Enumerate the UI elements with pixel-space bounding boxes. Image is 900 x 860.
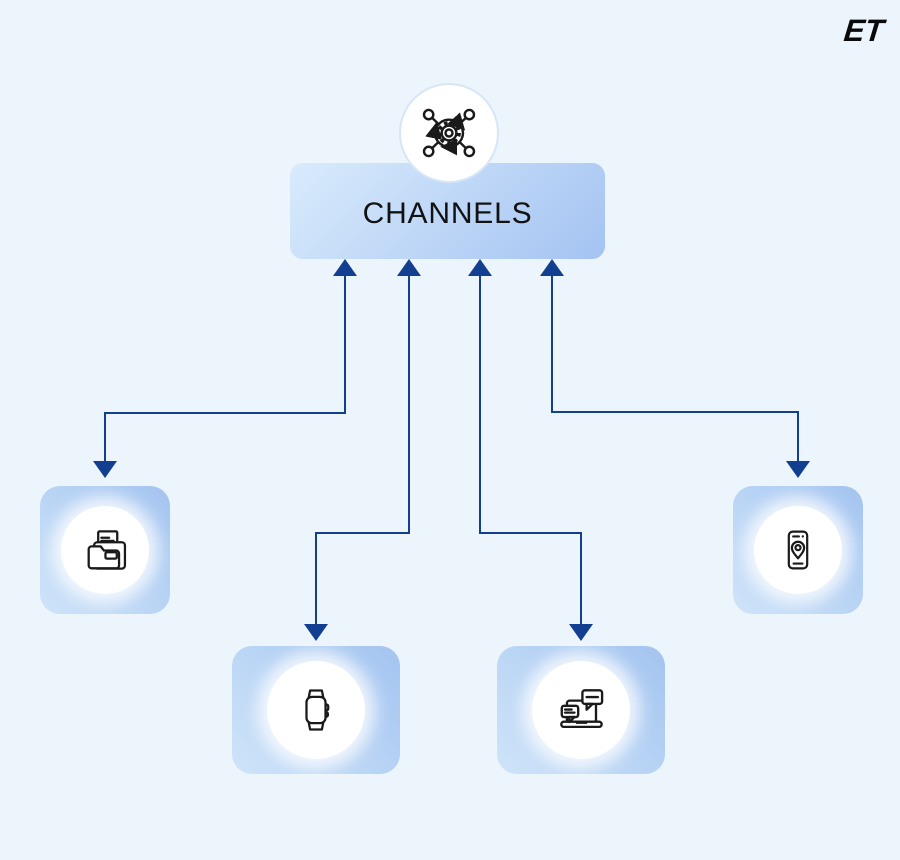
laptop-chat-icon: [560, 689, 604, 729]
folder-documents-icon: [87, 530, 127, 570]
arrowhead-down-mobile: [786, 461, 810, 478]
connector-line-messaging: [479, 274, 582, 624]
arrowhead-up-2: [397, 259, 421, 276]
connector-line-wearable: [315, 274, 410, 624]
connector-line-mobile: [551, 274, 799, 461]
brand-logo: ET: [842, 13, 886, 48]
arrowhead-down-messaging: [569, 624, 593, 641]
channels-title: CHANNELS: [362, 197, 533, 230]
arrowhead-up-4: [540, 259, 564, 276]
channel-tile-mobile-location: [733, 486, 863, 614]
channel-tile-wearable: [232, 646, 400, 774]
connector-line-documents: [104, 274, 346, 461]
integration-hub-icon: [422, 108, 476, 158]
arrowhead-down-documents: [93, 461, 117, 478]
icon-circle: [61, 506, 149, 594]
arrowhead-up-3: [468, 259, 492, 276]
hub-icon-circle: [399, 83, 499, 183]
phone-location-icon: [787, 530, 809, 570]
arrowhead-down-wearable: [304, 624, 328, 641]
icon-circle: [532, 661, 630, 759]
arrowhead-up-1: [333, 259, 357, 276]
channel-tile-documents: [40, 486, 170, 614]
channel-tile-messaging: [497, 646, 665, 774]
icon-circle: [754, 506, 842, 594]
icon-circle: [267, 661, 365, 759]
smartwatch-icon: [305, 689, 330, 731]
